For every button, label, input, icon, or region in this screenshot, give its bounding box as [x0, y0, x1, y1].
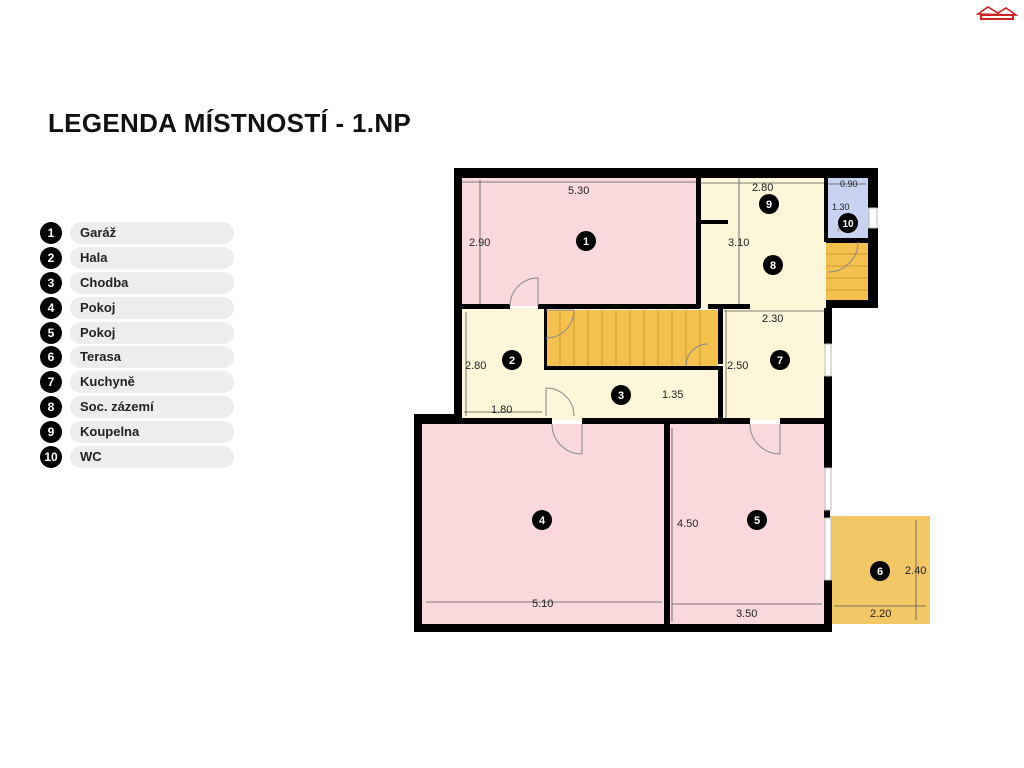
- dimension-label: 1.80: [491, 404, 512, 416]
- dimension-label: 2.80: [465, 360, 486, 372]
- room-badge-6: 6: [870, 561, 890, 581]
- legend-item: 8 Soc. zázemí: [40, 396, 236, 419]
- legend-pill: [70, 346, 234, 369]
- room-badge-label: 1: [583, 236, 589, 248]
- legend-pill: [70, 296, 234, 319]
- legend-item: 3 Chodba: [40, 271, 236, 294]
- staircase-main: [546, 310, 718, 366]
- legend-number-badge: 2: [40, 246, 62, 269]
- legend-number-badge: 6: [40, 346, 62, 369]
- room-badge-4: 4: [532, 510, 552, 530]
- legend-label: Chodba: [80, 274, 129, 290]
- legend-number-badge: 5: [40, 321, 62, 344]
- legend-pill: [70, 222, 234, 244]
- legend-item: 7 Kuchyně: [40, 371, 236, 394]
- legend-pill: [70, 371, 234, 394]
- dimension-label: 5.30: [568, 185, 589, 197]
- legend-label: Hala: [80, 249, 108, 265]
- room-badge-8: 8: [763, 255, 783, 275]
- room-badge-label: 8: [770, 260, 776, 272]
- room-badge-1: 1: [576, 231, 596, 251]
- dimension-label: 2.30: [762, 313, 783, 325]
- room-badge-3: 3: [611, 385, 631, 405]
- room-badge-label: 9: [766, 199, 772, 211]
- legend-label: Soc. zázemí: [80, 399, 154, 415]
- legend-pill: [70, 396, 234, 419]
- windows: [824, 207, 878, 581]
- legend-item: 1 Garáž: [40, 222, 236, 244]
- dimension-label: 2.20: [870, 608, 891, 620]
- legend-label: Garáž: [80, 225, 117, 240]
- page-title: LEGENDA MÍSTNOSTÍ - 1.NP: [48, 108, 412, 138]
- room-corridor-fill: [546, 366, 720, 420]
- room-badge-label: 10: [842, 219, 854, 230]
- dimension-label: 2.40: [905, 565, 926, 577]
- legend-label: Kuchyně: [80, 374, 135, 390]
- dimension-label: 3.50: [736, 608, 757, 620]
- room-badge-10: 10: [838, 213, 858, 233]
- legend-item: 4 Pokoj: [40, 296, 236, 319]
- legend-label: Pokoj: [80, 324, 116, 340]
- legend-item: 10 WC: [40, 446, 236, 469]
- legend-pill: [70, 246, 234, 269]
- legend-item: 2 Hala: [40, 246, 236, 269]
- room-badge-label: 6: [877, 566, 883, 578]
- legend-number-badge: 8: [40, 396, 62, 419]
- legend-pill: [70, 421, 234, 444]
- room-utility-fill: [698, 222, 826, 308]
- room-badge-label: 7: [777, 355, 783, 367]
- legend-number-badge: 9: [40, 421, 62, 444]
- dimension-lines: [426, 178, 926, 622]
- room-badge-label: 4: [539, 515, 546, 527]
- dimension-label: 0.90: [840, 179, 858, 189]
- room-badge-label: 2: [509, 355, 515, 367]
- walls: [414, 168, 878, 632]
- house-roof-logo: [976, 6, 1018, 20]
- staircase-small: [826, 242, 870, 300]
- dimension-label: 2.80: [752, 182, 773, 194]
- dimension-label: 1.30: [832, 202, 850, 212]
- dimension-label: 2.90: [469, 237, 490, 249]
- room-badge-2: 2: [502, 350, 522, 370]
- legend-number-badge: 1: [40, 222, 62, 244]
- dimension-label: 4.50: [677, 518, 698, 530]
- room-badge-9: 9: [759, 194, 779, 214]
- dimension-label: 2.50: [727, 360, 748, 372]
- dimension-label: 5.10: [532, 598, 553, 610]
- room-badge-label: 3: [618, 390, 624, 402]
- room-badge-label: 5: [754, 515, 760, 527]
- legend-item: 6 Terasa: [40, 346, 236, 369]
- legend-number-badge: 7: [40, 371, 62, 394]
- legend-number-badge: 3: [40, 271, 62, 294]
- legend-item: 9 Koupelna: [40, 421, 236, 444]
- dimension-label: 1.35: [662, 389, 683, 401]
- legend-pill: [70, 271, 234, 294]
- legend-pill: [70, 321, 234, 344]
- legend-item: 5 Pokoj: [40, 321, 236, 344]
- room-badge-5: 5: [747, 510, 767, 530]
- door-swings: [509, 221, 859, 455]
- legend-number-badge: 4: [40, 296, 62, 319]
- dimension-label: 3.10: [728, 237, 749, 249]
- legend-label: Koupelna: [80, 424, 140, 440]
- legend-label: Pokoj: [80, 299, 116, 315]
- room-badge-7: 7: [770, 350, 790, 370]
- legend-pill: [70, 446, 234, 469]
- legend-label: Terasa: [80, 349, 121, 365]
- legend-label: WC: [80, 449, 102, 465]
- legend-number-badge: 10: [40, 446, 62, 469]
